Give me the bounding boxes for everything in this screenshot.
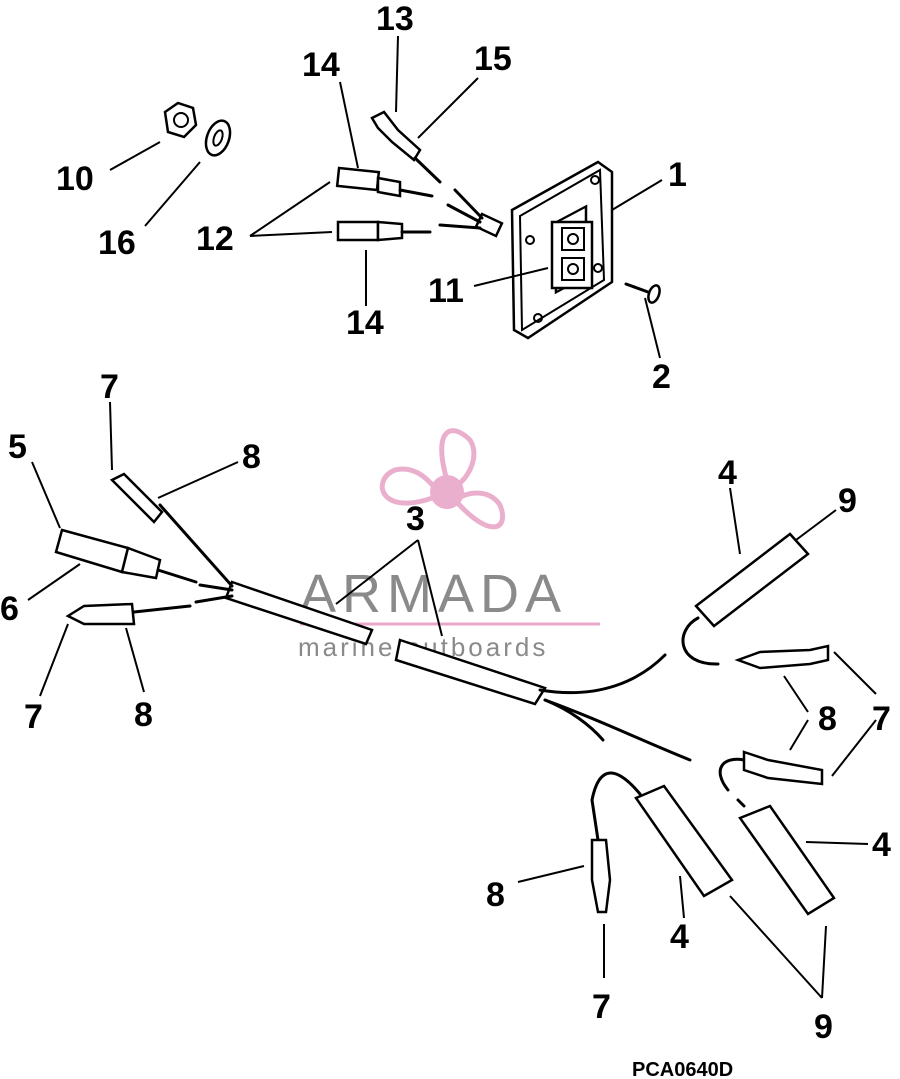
callout-8-upper-left: 8 [242,438,261,476]
callout-14-upper: 14 [302,46,340,84]
callout-4-lower-right: 4 [872,826,891,864]
figure-code: PCA0640D [632,1059,733,1079]
screw-part [624,282,661,304]
callout-9-bottom: 9 [814,1008,833,1046]
terminal-upper-left-part [109,472,164,524]
connector-upper-part [335,166,434,198]
watermark-propeller-logo [379,428,506,530]
callout-13: 13 [376,0,414,38]
connector-lower-part [336,220,432,242]
callout-5: 5 [8,428,27,466]
terminal-right-lower-part [718,750,824,792]
callout-7-lower-left: 7 [24,698,43,736]
watermark-title: ARMADA [300,564,567,624]
callout-3: 3 [406,500,425,538]
terminal-right-upper-part [734,644,830,670]
main-harness-part [158,503,692,762]
callout-8-right: 8 [818,700,837,738]
receptacle-plate-part [510,160,614,340]
cap-lower-right-part [736,798,836,916]
callout-9-upper-right: 9 [838,482,857,520]
callout-8-bottom: 8 [486,876,505,914]
terminal-part [370,110,442,184]
washer-part [204,119,232,157]
callout-7-upper-left: 7 [100,368,119,406]
callout-7-right: 7 [872,700,891,738]
plate-wire-stub [438,188,504,238]
terminal-lower-left-part [65,602,192,626]
leader-lines [27,35,877,999]
callout-6: 6 [0,590,19,628]
terminal-bottom-part [590,838,612,914]
callout-12: 12 [196,220,234,258]
callout-7-bottom: 7 [592,988,611,1026]
callout-16: 16 [98,224,136,262]
cap-upper-right-part [681,532,810,666]
callout-15: 15 [474,40,512,78]
callout-2: 2 [652,358,671,396]
callout-4-upper-right: 4 [718,454,737,492]
cap-lower-middle-part [590,771,734,898]
nut-part [163,101,198,139]
callout-10: 10 [56,160,94,198]
callout-1: 1 [668,156,687,194]
callout-11: 11 [428,272,464,310]
callout-8-lower-left: 8 [134,696,153,734]
plug-left-part [54,528,198,584]
callout-4-lower-middle: 4 [670,918,689,956]
callout-14-lower: 14 [346,304,384,342]
